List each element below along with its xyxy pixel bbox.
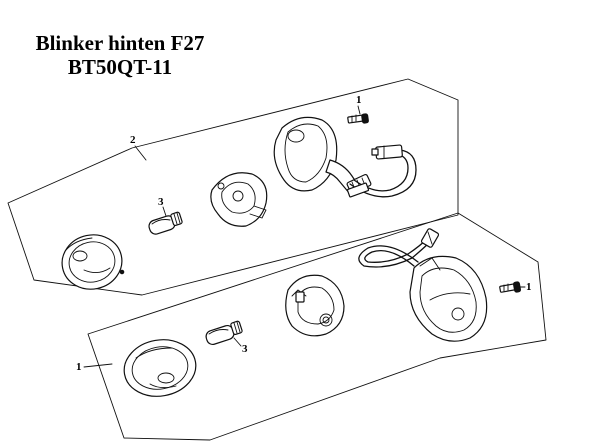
leader-line-lower-bulb <box>233 337 242 347</box>
diagram-title: Blinker hinten F27 <box>35 31 205 55</box>
lower-wire-connector <box>358 228 440 268</box>
lower-assembly-group: 1 3 <box>76 212 547 441</box>
leader-line-upper-bulb <box>162 206 167 217</box>
lower-screw <box>499 281 522 293</box>
upper-housing <box>273 116 372 195</box>
upper-assembly-group: 2 3 <box>7 78 459 296</box>
upper-screw <box>347 113 369 124</box>
upper-reflector <box>210 172 268 227</box>
leader-line-lower-assembly <box>83 363 113 368</box>
lower-lens <box>123 339 197 397</box>
callout-upper-assembly: 2 <box>130 134 136 146</box>
model-code: BT50QT-11 <box>67 55 173 79</box>
lower-assembly-outline <box>87 212 547 441</box>
lower-bulb <box>205 320 243 346</box>
upper-wire-connector <box>349 144 417 198</box>
upper-assembly-outline <box>7 78 459 296</box>
callout-upper-bulb: 3 <box>158 196 164 208</box>
callout-lower-screw: 1 <box>526 281 532 293</box>
upper-bulb <box>148 211 183 235</box>
leader-line-upper-assembly <box>134 145 147 161</box>
lower-housing <box>409 255 488 342</box>
callout-lower-assembly: 1 <box>76 361 82 373</box>
callout-upper-screw: 1 <box>356 94 362 106</box>
leader-line-upper-screw <box>357 105 361 115</box>
upper-mounting-stud <box>346 182 370 198</box>
callout-lower-bulb: 3 <box>242 343 248 355</box>
lower-reflector <box>285 274 345 337</box>
upper-lens <box>61 234 125 290</box>
